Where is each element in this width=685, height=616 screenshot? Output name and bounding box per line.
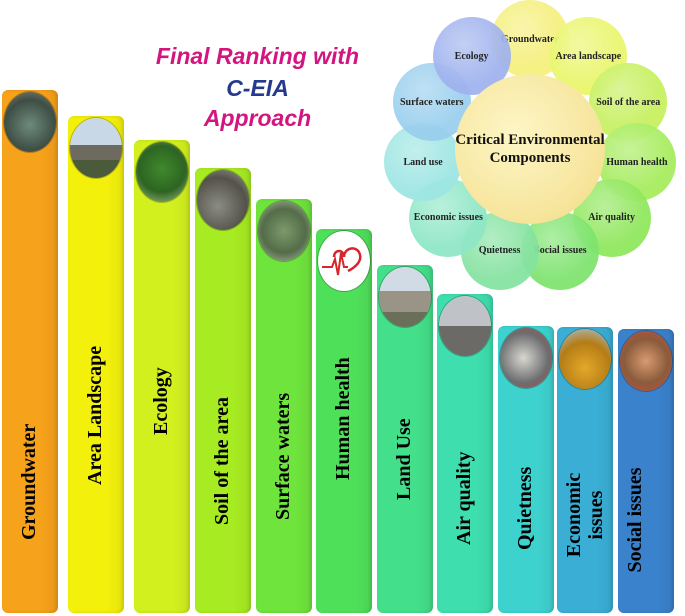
wheel-petal-label: Ecology xyxy=(454,50,489,62)
crowd-photo xyxy=(620,331,672,391)
ranking-bar xyxy=(316,229,372,613)
surface-water-photo xyxy=(258,201,310,261)
ranking-bar xyxy=(256,199,312,613)
ranking-bar-label: Soil of the area xyxy=(211,397,233,525)
ranking-bar xyxy=(195,168,251,613)
wheel-petal: Air quality xyxy=(572,178,651,257)
title-line-2: C-EIA xyxy=(226,75,289,101)
title-line-1: Final Ranking with xyxy=(155,43,360,69)
ranking-bar-label: Area Landscape xyxy=(84,345,106,485)
sound-meter-photo xyxy=(500,328,552,388)
wheel-petal-label: Groundwater xyxy=(500,33,560,45)
soil-photo xyxy=(197,170,249,230)
ranking-bar-label: Economic issues xyxy=(563,472,607,558)
wheel-petal-label: Human health xyxy=(606,156,668,168)
wheel-petal-label: Air quality xyxy=(588,212,635,224)
ranking-bar xyxy=(68,116,124,613)
wheel-petal-label: Social issues xyxy=(534,245,587,257)
wheel-petal-label: Soil of the area xyxy=(596,96,661,108)
heartbeat-icon xyxy=(318,231,370,291)
smokestack-photo xyxy=(439,296,491,356)
ranking-bar-label: Quietness xyxy=(514,466,536,550)
wheel-petal-label: Land use xyxy=(403,156,443,168)
wheel-petal-label: Quietness xyxy=(478,245,521,257)
wheel-petal-label: Area landscape xyxy=(555,50,622,62)
wheel-petal-label: Surface waters xyxy=(399,96,464,108)
ranking-bar-label: Surface waters xyxy=(272,392,294,520)
ranking-bar-label: Land Use xyxy=(393,418,415,500)
title-line-3: Approach xyxy=(203,105,312,131)
wheel-center: Critical Environmental Components xyxy=(455,74,605,224)
ranking-bar-label: Human health xyxy=(332,357,354,480)
groundwater-photo xyxy=(4,92,56,152)
land-use-photo xyxy=(379,267,431,327)
ranking-bar xyxy=(134,140,190,613)
industrial-landscape-photo xyxy=(70,118,122,178)
ranking-bar xyxy=(2,90,58,613)
coins-chart-photo xyxy=(559,329,611,389)
wheel-petal-label: Economic issues xyxy=(413,212,483,224)
tree-photo xyxy=(136,142,188,202)
ranking-bar-label: Ecology xyxy=(150,367,172,435)
wheel-petal: Surface waters xyxy=(392,63,471,142)
ranking-bar-label: Groundwater xyxy=(18,423,40,540)
ranking-bar-label: Social issues xyxy=(624,467,646,573)
ranking-bar-label: Air quality xyxy=(453,451,475,545)
